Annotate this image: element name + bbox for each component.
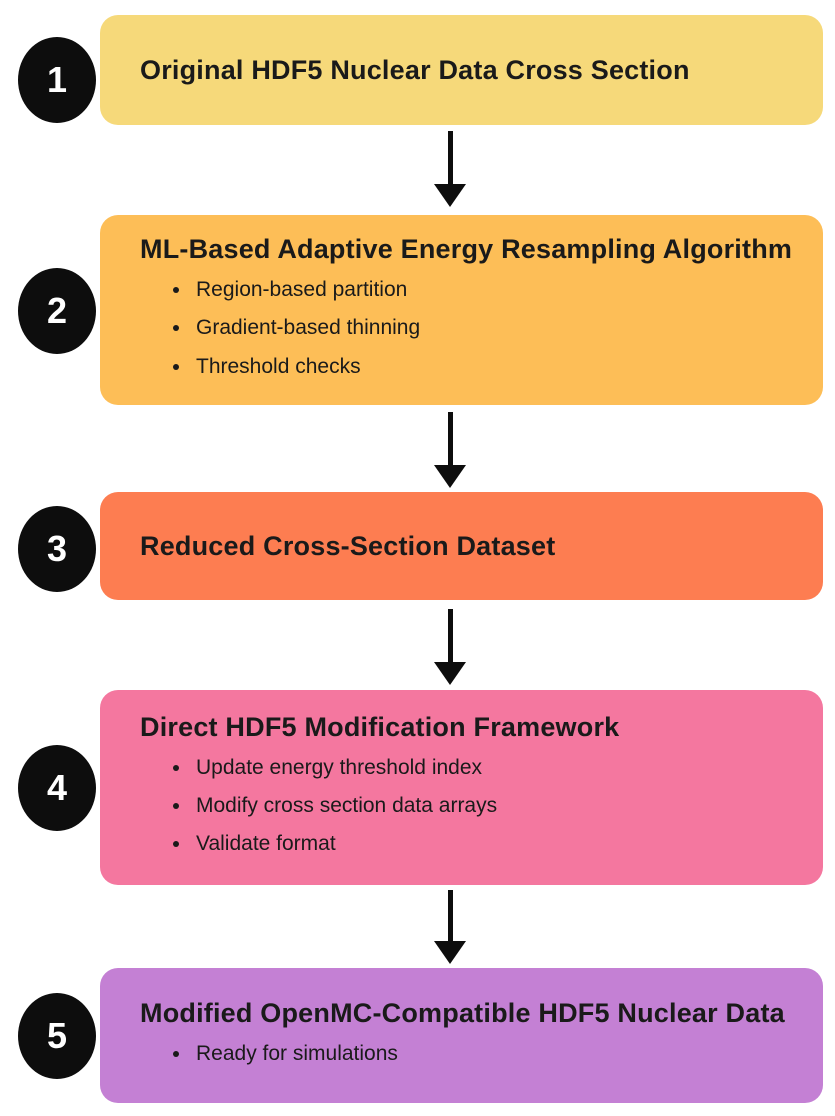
step-5-box: Modified OpenMC-Compatible HDF5 Nuclear … — [100, 968, 823, 1103]
step-4-bullet-list: Update energy threshold index Modify cro… — [140, 749, 803, 864]
arrow-shaft — [447, 412, 453, 465]
arrow-shaft — [447, 890, 453, 941]
bullet-item: Validate format — [192, 825, 803, 863]
step-3-number-badge: 3 — [18, 506, 96, 592]
arrow-head — [434, 465, 466, 488]
arrow-shaft — [447, 131, 453, 184]
step-1-number-badge: 1 — [18, 37, 96, 123]
step-5-number-badge: 5 — [18, 993, 96, 1079]
step-1-number: 1 — [46, 59, 68, 100]
step-4-number: 4 — [46, 767, 68, 808]
bullet-item: Modify cross section data arrays — [192, 787, 803, 825]
step-2-number: 2 — [46, 290, 68, 331]
bullet-item: Update energy threshold index — [192, 749, 803, 787]
step-5-number: 5 — [46, 1015, 68, 1056]
bullet-item: Region-based partition — [192, 271, 803, 309]
step-1-title: Original HDF5 Nuclear Data Cross Section — [140, 54, 690, 85]
arrow-head — [434, 184, 466, 207]
arrow-shaft — [447, 609, 453, 662]
arrow-down-icon — [426, 131, 474, 207]
step-5-bullet-list: Ready for simulations — [140, 1035, 803, 1073]
step-2-number-badge: 2 — [18, 268, 96, 354]
step-2-title: ML-Based Adaptive Energy Resampling Algo… — [140, 234, 793, 265]
step-3-box: Reduced Cross-Section Dataset — [100, 492, 823, 600]
arrow-head — [434, 662, 466, 685]
bullet-item: Threshold checks — [192, 348, 803, 386]
step-3-number: 3 — [46, 528, 68, 569]
arrow-down-icon — [426, 890, 474, 964]
step-1-box: Original HDF5 Nuclear Data Cross Section — [100, 15, 823, 125]
bullet-item: Ready for simulations — [192, 1035, 803, 1073]
step-4-box: Direct HDF5 Modification Framework Updat… — [100, 690, 823, 885]
arrow-down-icon — [426, 412, 474, 488]
step-4-title: Direct HDF5 Modification Framework — [140, 711, 620, 742]
arrow-head — [434, 941, 466, 964]
step-4-number-badge: 4 — [18, 745, 96, 831]
step-5-title: Modified OpenMC-Compatible HDF5 Nuclear … — [140, 997, 785, 1028]
step-2-bullet-list: Region-based partition Gradient-based th… — [140, 271, 803, 386]
bullet-item: Gradient-based thinning — [192, 309, 803, 347]
step-3-title: Reduced Cross-Section Dataset — [140, 530, 556, 561]
arrow-down-icon — [426, 609, 474, 685]
step-2-box: ML-Based Adaptive Energy Resampling Algo… — [100, 215, 823, 405]
